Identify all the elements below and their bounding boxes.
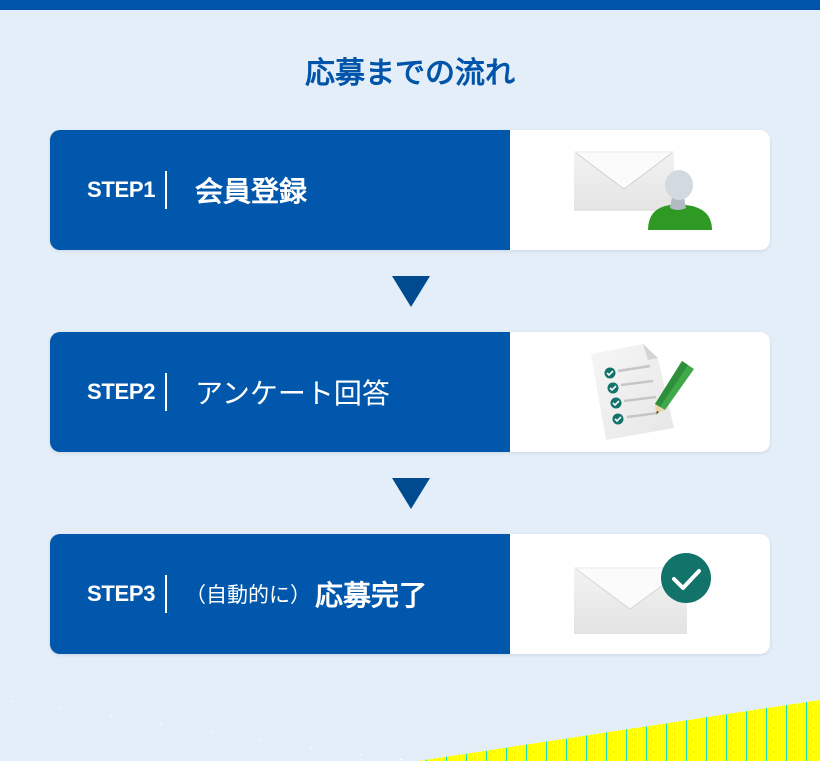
triangle-down-icon	[392, 478, 430, 509]
triangle-down-icon	[392, 276, 430, 307]
step-2-label-panel: STEP2 アンケート回答	[50, 332, 510, 452]
step-3-label-panel: STEP3 （自動的に） 応募完了	[50, 534, 510, 654]
top-bar	[0, 0, 820, 10]
step-divider	[165, 171, 167, 209]
step-card-2: STEP2 アンケート回答	[50, 332, 770, 452]
checklist-pencil-icon	[510, 332, 770, 452]
step-card-1: STEP1 会員登録	[50, 130, 770, 250]
page-title: 応募までの流れ	[305, 56, 515, 91]
envelope-check-icon	[510, 534, 770, 654]
step-number: STEP3	[87, 581, 156, 606]
step-1-label-panel: STEP1 会員登録	[50, 130, 510, 250]
step-divider	[165, 373, 167, 411]
envelope-user-icon	[510, 130, 770, 250]
step-label-prefix: （自動的に）	[185, 583, 311, 607]
step-number: STEP2	[87, 379, 156, 404]
step-label: 応募完了	[315, 579, 428, 612]
step-divider	[165, 575, 167, 613]
step-label: アンケート回答	[195, 377, 390, 410]
step-number: STEP1	[87, 177, 156, 202]
decorative-stripes	[10, 700, 820, 761]
step-card-3: STEP3 （自動的に） 応募完了	[50, 534, 770, 654]
step-label: 会員登録	[195, 175, 308, 208]
